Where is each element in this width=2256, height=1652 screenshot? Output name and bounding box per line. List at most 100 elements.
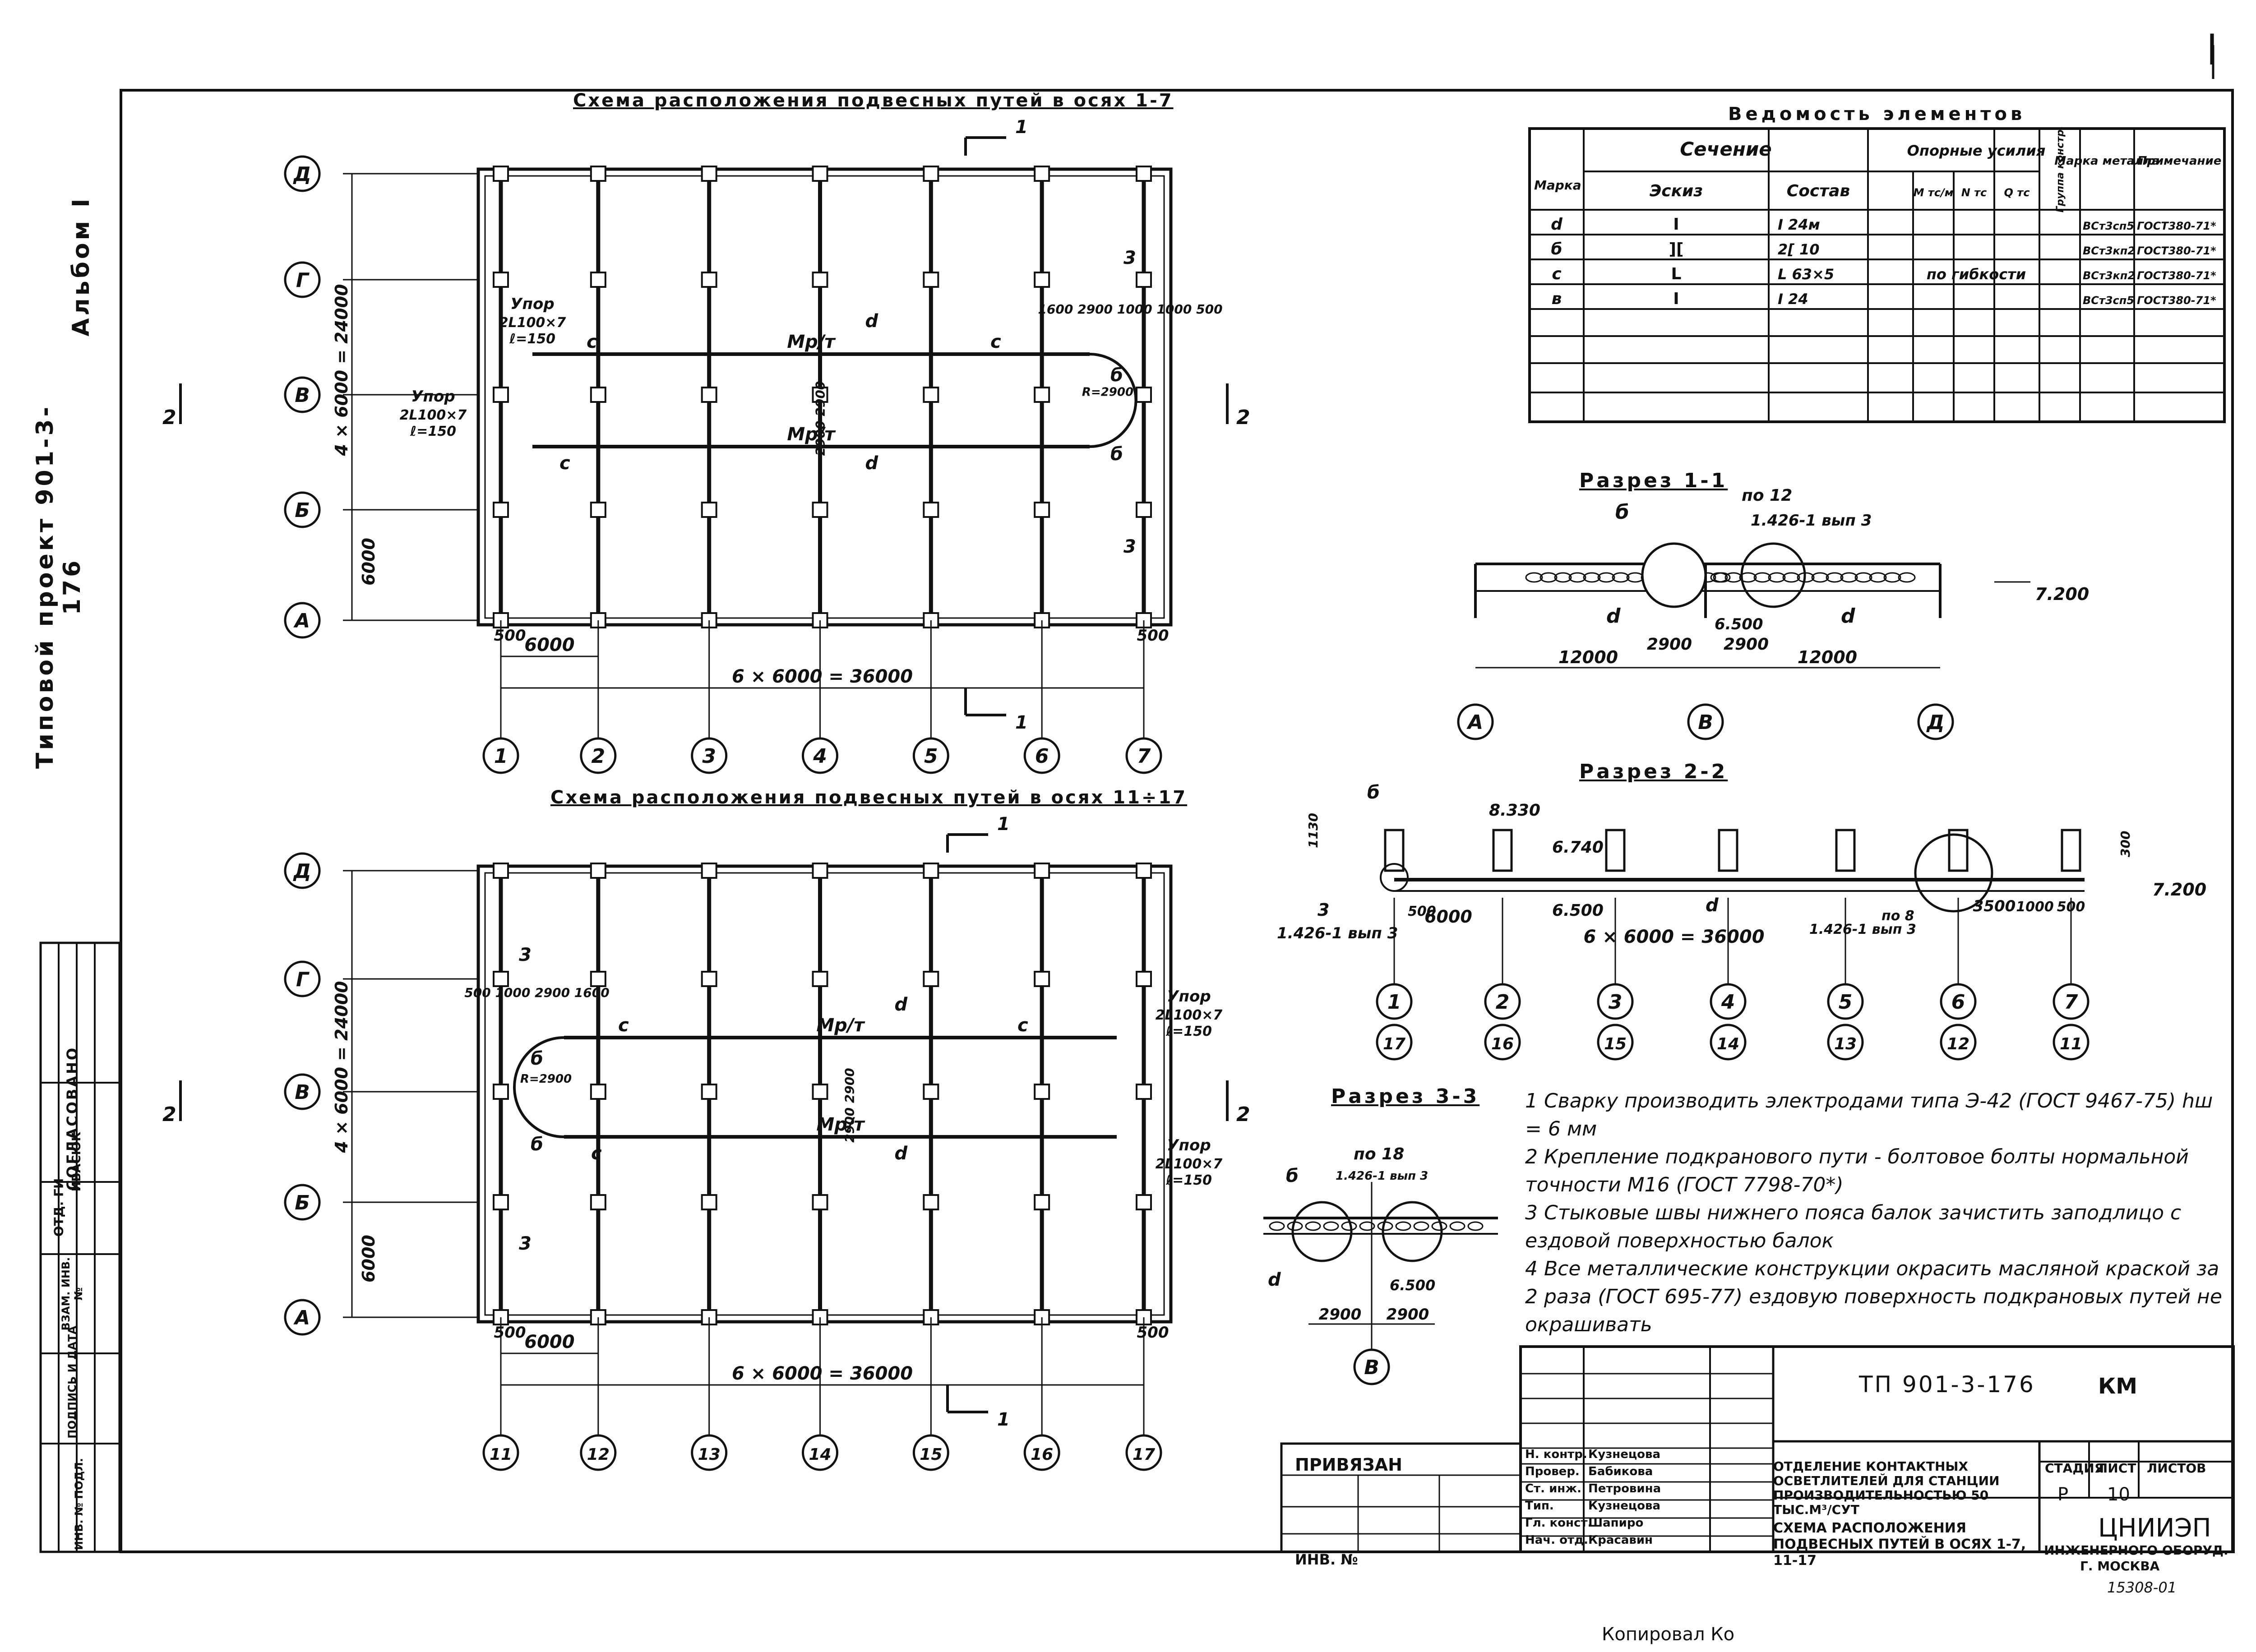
s22-elev-top: 8.330 (1489, 801, 1540, 820)
plan_2-column-cap (701, 863, 717, 879)
plan_1-column-cap (701, 502, 717, 518)
plan_1-column-cap (701, 387, 717, 403)
s22-elev: 7.200 (2152, 880, 2206, 900)
plan_1-col-axis-0 (482, 737, 519, 774)
title-block-privyazan: Привязан (1295, 1455, 1402, 1475)
s33-hole (1467, 1221, 1484, 1231)
plan_2-column-cap (812, 1194, 828, 1210)
s11-axis-0-label: А (1466, 711, 1483, 734)
s22-hanger (1835, 829, 1856, 872)
plan_1-column-cap (1136, 502, 1152, 518)
s11-hole (1840, 572, 1858, 583)
s22-axis-bot-2 (1597, 1024, 1634, 1061)
s33-elev-rail: 6.500 (1390, 1277, 1435, 1294)
plan_2-dim-vert-bay: 6000 (359, 1235, 379, 1283)
s11-dim-1: 2900 (1647, 635, 1692, 654)
plan_1-beam-label-1: Мр/т (787, 332, 836, 352)
plan_2-col-axis-2-label: 13 (698, 1445, 721, 1464)
s33-dim-1: 2900 (1387, 1306, 1429, 1324)
s11-axis-0 (1457, 703, 1494, 740)
s22-axis-bot-6 (2053, 1024, 2090, 1061)
plan_2-column-cap (701, 971, 717, 987)
s33-axis (1353, 1348, 1390, 1385)
table-h-Q: Q тс (2004, 186, 2030, 199)
plan_2-row-axis-1 (284, 960, 321, 997)
table-row-note: ГОСТ380-71* (2137, 245, 2216, 257)
s22-axis-bot-3-label: 14 (1717, 1035, 1739, 1053)
plan_2-row-axis-0 (284, 852, 321, 889)
sheet-frame (120, 89, 2234, 1553)
plan_1-column-cap (923, 387, 939, 403)
plan_1-column-cap (812, 502, 828, 518)
plan_2-col-axis-4-label: 15 (920, 1445, 942, 1464)
tb-role-1: Провер. (1525, 1465, 1580, 1478)
s22-axis-top-2 (1597, 983, 1634, 1020)
s11-dim-0: 12000 (1558, 647, 1618, 667)
s11-mark-d1: d (1606, 605, 1621, 628)
s11-hole (1525, 572, 1543, 583)
plan_2-sec2-left-label: 2 (162, 1103, 176, 1126)
s22-axis-bot-5-label: 12 (1947, 1035, 1969, 1053)
project-label: Типовой проект 901-3-176 (32, 404, 86, 769)
table-row-comp: I 24м (1778, 216, 1820, 233)
s22-axis-top-6-label: 7 (2064, 991, 2078, 1014)
plan_2-dim-bay: 6000 (524, 1332, 574, 1352)
plan_2-sec2-right-label: 2 (1236, 1103, 1250, 1126)
s22-dim-1: 6000 (1424, 907, 1472, 927)
s11-detail-ring-2 (1740, 542, 1806, 608)
s33-axis-label: В (1364, 1356, 1379, 1379)
s22-ref-mid: 1.426-1 вып 3 (1809, 922, 1916, 937)
s22-dim-4: 1000 (2016, 899, 2054, 915)
s11-hole (1568, 572, 1586, 583)
table-row-sketch: ][ (1669, 240, 1684, 258)
plan_1-col-axis-4 (912, 737, 949, 774)
s11-hole (1768, 572, 1786, 583)
s22-mark-b: б (1367, 782, 1380, 803)
plan_2-column-cap (1136, 863, 1152, 879)
title-block-h-sheet: Лист (2097, 1461, 2136, 1476)
table-row-comp: L 63×5 (1778, 266, 1834, 283)
stamp-frame (39, 941, 121, 1553)
plan_2-column-cap (701, 1084, 717, 1100)
plan_2-stop-label: Упор (1167, 1136, 1211, 1154)
s11-hole (1826, 572, 1844, 583)
s22-axis-bot-5 (1940, 1024, 1977, 1061)
s11-axis-1-label: В (1698, 711, 1713, 734)
plan_1-row-axis-2-label: В (295, 384, 310, 407)
s22-hanger (1492, 829, 1513, 872)
table-row-sketch: L (1671, 265, 1682, 283)
plan_2-col-axis-0-label: 11 (490, 1445, 512, 1464)
tb-name-5: Красавин (1588, 1533, 1653, 1547)
plan_2-col-axis-4 (912, 1434, 949, 1471)
plan_2-column-cap (1034, 1084, 1050, 1100)
s33-detail-circle-2 (1382, 1201, 1443, 1262)
plan_1-column-cap (493, 272, 509, 288)
plan_1-stop-label: Упор (510, 295, 554, 313)
s11-axis-2-label: Д (1926, 711, 1944, 734)
s22-hanger (2061, 829, 2081, 872)
table-row-note: ГОСТ380-71* (2137, 220, 2216, 232)
plan_2-sec1-top-label: 1 (997, 814, 1010, 835)
s22-axis-bot-2-label: 15 (1604, 1035, 1627, 1053)
plan_2-col-axis-1-label: 12 (587, 1445, 610, 1464)
plan_2-mark-b2: б (531, 1134, 543, 1155)
plan_1-stop-len: ℓ=150 (410, 424, 456, 439)
s11-elev: 7.200 (2035, 584, 2089, 604)
s22-mark-d: d (1706, 895, 1719, 916)
s33-hole (1269, 1221, 1285, 1231)
plan_1-dim-vert-total: 4 × 6000 = 24000 (332, 284, 351, 456)
plan_2-stop-label: Упор (1167, 988, 1211, 1006)
plan_2-row-axis-2 (284, 1073, 321, 1110)
plan_1-dim-edge-right: 500 (1137, 627, 1169, 645)
plan_2-column-cap (1034, 1194, 1050, 1210)
plan_1-mark-b: б (1110, 365, 1123, 386)
plan_2-col-axis-2 (691, 1434, 728, 1471)
plan_1-column-cap (590, 502, 606, 518)
plan_2-column-cap (1034, 863, 1050, 879)
s22-axis-bot-0 (1376, 1024, 1413, 1061)
s22-axis-bot-4 (1827, 1024, 1864, 1061)
table-row-mark: d (1551, 215, 1563, 234)
plan_2-sec3-bot-label: 3 (519, 1233, 532, 1254)
plan_2-beam-label-2: Мр/т (816, 1114, 865, 1135)
stamp-sig-name: Ивасюк (70, 1131, 83, 1192)
